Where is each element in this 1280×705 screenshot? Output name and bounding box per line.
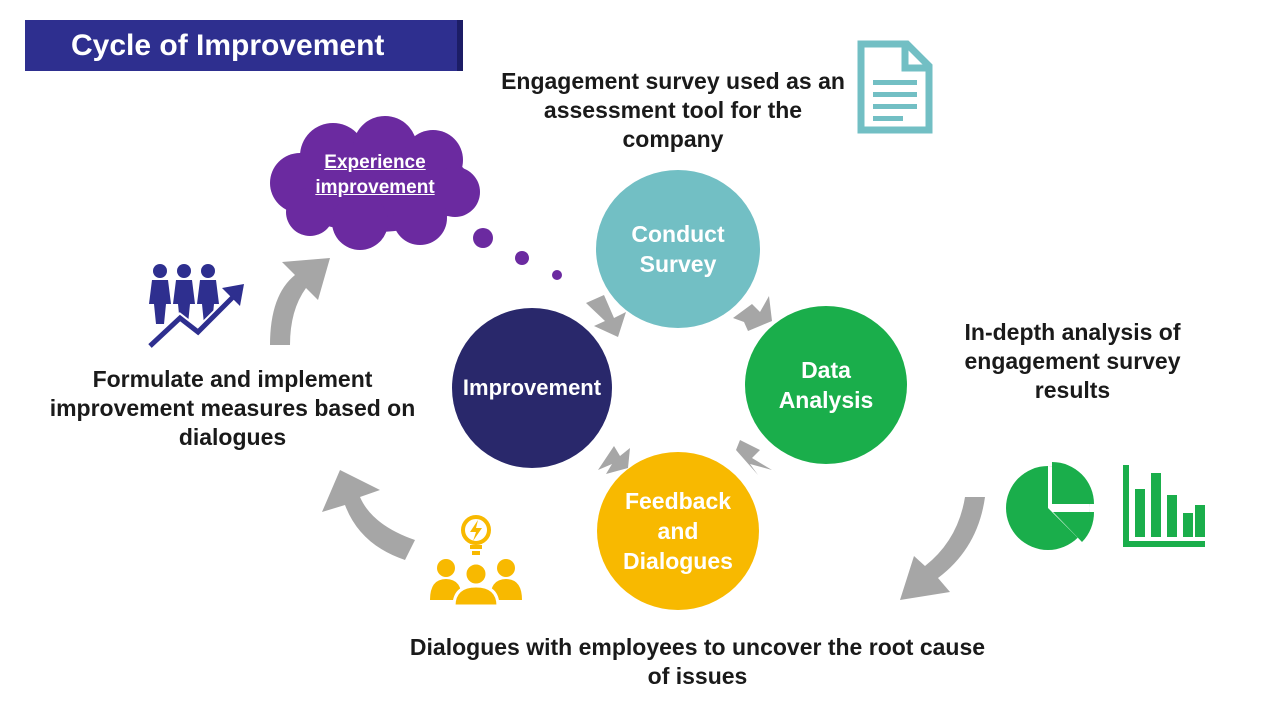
stage-improvement: Improvement [452, 308, 612, 468]
stage-arrow-survey-to-analysis [733, 296, 772, 331]
implement-caption: Formulate and implement improvement meas… [49, 366, 416, 450]
experience-cloud [270, 116, 480, 250]
team-idea-icon [430, 515, 522, 608]
stage-data-analysis: Data Analysis [745, 306, 907, 464]
bar-chart-icon [1123, 465, 1205, 547]
cloud-dot-small [552, 270, 562, 280]
stage-arrow-analysis-to-feedback [736, 440, 772, 475]
document-icon [857, 40, 933, 134]
analysis-caption: In-depth analysis of engagement survey r… [964, 319, 1181, 403]
cloud-label: Experience improvement [315, 152, 435, 198]
cloud-dot-large [473, 228, 493, 248]
growth-people-icon [146, 264, 244, 350]
cloud-dot-medium [515, 251, 529, 265]
stage-arrow-improvement-to-survey [586, 295, 626, 337]
stage-feedback-dialogues: Feedback and Dialogues [597, 452, 759, 610]
survey-caption: Engagement survey used as an assessment … [501, 68, 845, 152]
curved-arrow-right [900, 497, 985, 600]
dialogues-caption: Dialogues with employees to uncover the … [409, 634, 986, 689]
stage-arrow-feedback-to-improvement [598, 446, 630, 474]
pie-chart-icon [1006, 462, 1095, 550]
curved-arrow-left-lower [322, 470, 415, 560]
curved-arrow-left-upper [270, 258, 330, 345]
stage-conduct-survey: Conduct Survey [596, 170, 760, 328]
page-title: Cycle of Improvement [25, 20, 463, 71]
